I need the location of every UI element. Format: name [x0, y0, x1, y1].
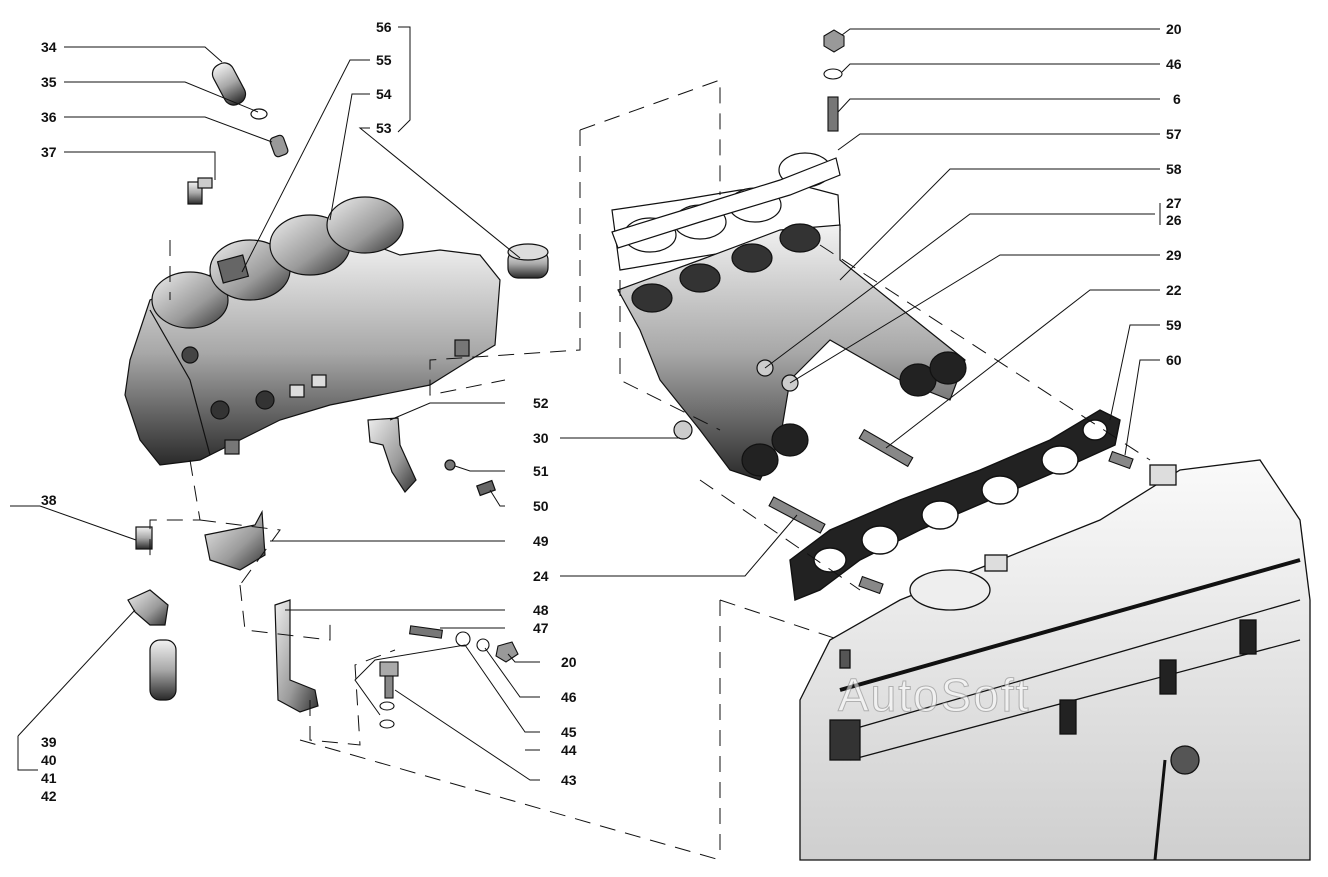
label-37: 37	[41, 144, 57, 160]
label-52: 52	[533, 395, 549, 411]
label-45: 45	[561, 724, 577, 740]
label-53: 53	[376, 120, 392, 136]
label-43: 43	[561, 772, 577, 788]
assembly-dashed-lines	[149, 79, 1151, 861]
label-36: 36	[41, 109, 57, 125]
label-47: 47	[533, 620, 549, 636]
label-20-top: 20	[1166, 21, 1182, 37]
watermark: AutoSoft	[837, 669, 1031, 722]
bracket-52	[367, 417, 496, 497]
label-51: 51	[533, 463, 549, 479]
label-44: 44	[561, 742, 577, 758]
label-50: 50	[533, 498, 549, 514]
label-58: 58	[1166, 161, 1182, 177]
label-48: 48	[533, 602, 549, 618]
top-hardware	[823, 29, 845, 132]
label-6: 6	[1173, 91, 1181, 107]
label-42: 42	[41, 788, 57, 804]
label-41: 41	[41, 770, 57, 786]
label-46-top: 46	[1166, 56, 1182, 72]
label-54: 54	[376, 86, 392, 102]
leader-lines	[10, 26, 1161, 781]
label-39: 39	[41, 734, 57, 750]
small-parts-top-left	[187, 62, 289, 205]
label-29: 29	[1166, 247, 1182, 263]
exhaust-gasket-57	[611, 157, 841, 249]
exhaust-manifold	[611, 152, 967, 481]
label-30: 30	[533, 430, 549, 446]
label-46-lower: 46	[561, 689, 577, 705]
label-27: 27	[1166, 195, 1182, 211]
fitting-38-hose-39	[127, 526, 177, 701]
label-59: 59	[1166, 317, 1182, 333]
label-34: 34	[41, 39, 57, 55]
brackets-48-49	[204, 509, 319, 713]
plug-53	[507, 243, 549, 279]
label-22: 22	[1166, 282, 1182, 298]
label-49: 49	[533, 533, 549, 549]
label-24: 24	[533, 568, 549, 584]
label-38: 38	[41, 492, 57, 508]
cylinder-head	[799, 459, 1311, 861]
label-40: 40	[41, 752, 57, 768]
hardware-43-47	[379, 625, 519, 729]
label-56: 56	[376, 19, 392, 35]
label-26: 26	[1166, 212, 1182, 228]
label-57: 57	[1166, 126, 1182, 142]
label-60: 60	[1166, 352, 1182, 368]
label-20-lower: 20	[561, 654, 577, 670]
label-35: 35	[41, 74, 57, 90]
label-55: 55	[376, 52, 392, 68]
intake-manifold	[124, 196, 501, 466]
manifold-gasket-59	[789, 409, 1121, 601]
